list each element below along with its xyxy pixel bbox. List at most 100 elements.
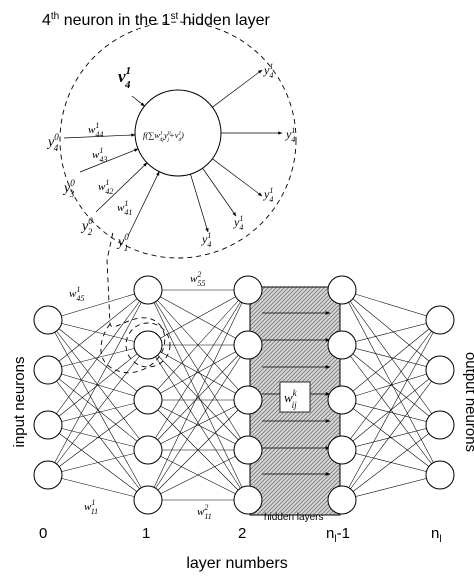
connection bbox=[147, 399, 249, 451]
connection bbox=[341, 319, 441, 451]
neuron bbox=[327, 330, 357, 360]
connection bbox=[147, 289, 249, 346]
input-arrow bbox=[79, 148, 139, 173]
weight-box bbox=[279, 381, 311, 413]
connection bbox=[47, 474, 149, 501]
connection bbox=[47, 449, 149, 476]
layer-tick-nl-1: nl-1 bbox=[326, 525, 350, 545]
highlighted-neuron-halo bbox=[125, 322, 171, 368]
input-neurons-label: input neurons bbox=[11, 357, 28, 448]
connection bbox=[147, 449, 249, 501]
connection bbox=[341, 319, 441, 346]
connection bbox=[47, 399, 149, 426]
connection bbox=[341, 319, 441, 401]
input-arrow bbox=[131, 95, 145, 107]
connection bbox=[147, 344, 249, 501]
neuron bbox=[327, 275, 357, 305]
neuron bbox=[133, 330, 163, 360]
connection bbox=[47, 289, 149, 371]
neuron bbox=[425, 355, 455, 385]
neuron bbox=[233, 385, 263, 415]
connection bbox=[47, 344, 149, 476]
neuron bbox=[233, 275, 263, 305]
connection bbox=[147, 399, 249, 501]
zoom-connector bbox=[100, 231, 166, 374]
input-arrow bbox=[95, 162, 148, 213]
neuron bbox=[233, 485, 263, 515]
connection bbox=[341, 474, 441, 501]
output-arrow bbox=[212, 69, 263, 108]
connection bbox=[341, 344, 441, 371]
connection bbox=[147, 289, 249, 451]
connection bbox=[47, 289, 149, 426]
connection bbox=[341, 424, 441, 501]
connection bbox=[147, 344, 249, 401]
output-arrow bbox=[190, 174, 209, 233]
neuron bbox=[133, 435, 163, 465]
x-axis-label: layer numbers bbox=[186, 555, 287, 572]
neuron bbox=[327, 385, 357, 415]
connection bbox=[341, 369, 441, 501]
neuron bbox=[33, 460, 63, 490]
connection bbox=[47, 289, 149, 476]
connection bbox=[147, 289, 249, 401]
connection bbox=[147, 289, 249, 501]
connection bbox=[47, 399, 149, 476]
neuron-detail-boundary bbox=[59, 21, 297, 259]
neuron bbox=[327, 435, 357, 465]
layer-tick-nl: nl bbox=[431, 525, 442, 545]
diagram-title: 4th neuron in the 1st hidden layer bbox=[42, 11, 271, 29]
layer-tick-0: 0 bbox=[39, 525, 47, 542]
neuron bbox=[233, 330, 263, 360]
connection bbox=[341, 289, 441, 371]
neuron bbox=[133, 275, 163, 305]
neuron bbox=[133, 385, 163, 415]
input-arrow bbox=[127, 171, 160, 237]
connection bbox=[47, 319, 149, 401]
connection bbox=[341, 289, 441, 476]
neuron bbox=[327, 485, 357, 515]
neuron bbox=[33, 305, 63, 335]
hidden-layers-label: hidden layers bbox=[264, 512, 323, 523]
neuron bbox=[133, 485, 163, 515]
output-arrow bbox=[212, 158, 263, 197]
connection bbox=[341, 424, 441, 451]
input-arrow bbox=[63, 133, 136, 139]
connection bbox=[147, 344, 249, 451]
output-neurons-label: output neurons bbox=[462, 352, 474, 452]
neuron bbox=[33, 355, 63, 385]
neuron bbox=[425, 305, 455, 335]
connection bbox=[47, 344, 149, 426]
connection bbox=[341, 399, 441, 426]
layer-tick-2: 2 bbox=[238, 525, 246, 542]
output-arrow bbox=[202, 168, 237, 217]
neuron bbox=[425, 460, 455, 490]
layer-tick-1: 1 bbox=[142, 525, 150, 542]
connection bbox=[341, 289, 441, 321]
neuron bbox=[33, 410, 63, 440]
connection bbox=[47, 369, 149, 501]
connection bbox=[47, 289, 149, 321]
connection bbox=[341, 319, 441, 501]
